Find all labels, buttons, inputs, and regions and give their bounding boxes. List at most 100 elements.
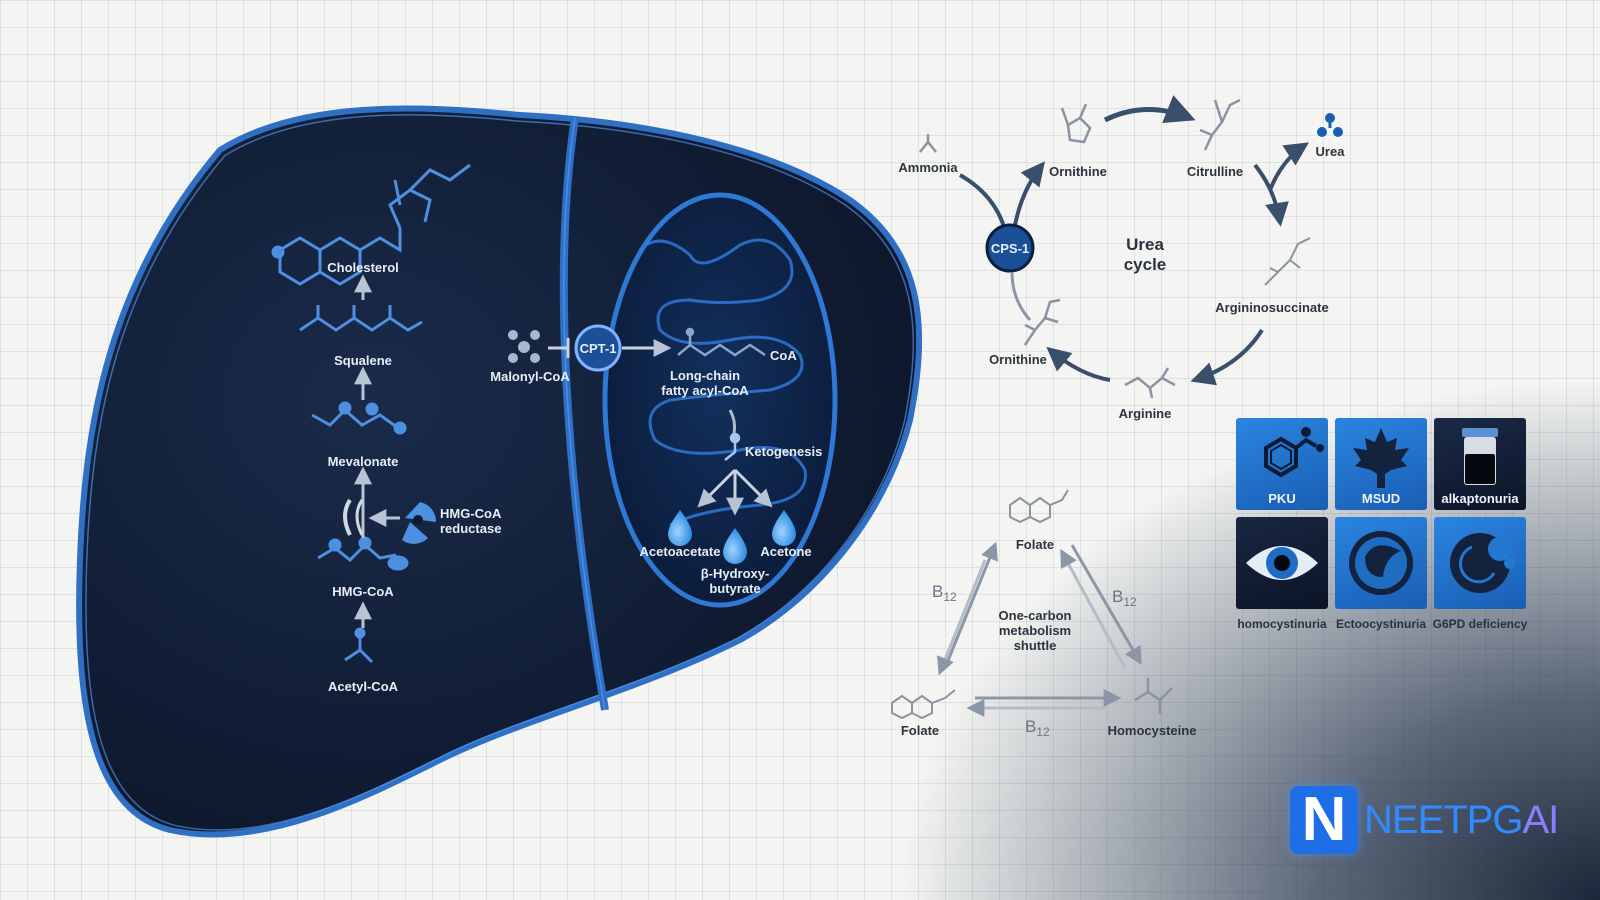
homocysteine-to-folate-arrow <box>1060 548 1127 669</box>
pku-label: PKU <box>1268 491 1296 506</box>
brand-name: NEETPG <box>1364 798 1523 842</box>
hmg-coa-reductase-label-line2: reductase <box>440 521 501 536</box>
msud-tile: MSUD <box>1335 418 1427 510</box>
ornithine-bottom-molecule-icon <box>1023 298 1061 346</box>
b12-left-label: B12 <box>932 582 957 604</box>
folate-bottom-label: Folate <box>901 723 939 738</box>
ammonia-molecule-icon <box>919 134 937 153</box>
one-carbon-title-line3: shuttle <box>1014 638 1057 653</box>
urea-cycle-title-line1: Urea <box>1126 235 1164 254</box>
benzene-ring-icon <box>1264 427 1324 478</box>
folate-top-to-bottom-arrow <box>937 559 987 676</box>
brand-suffix: AI <box>1522 798 1559 842</box>
maple-leaf-icon <box>1353 428 1409 488</box>
g6pd-deficiency-tile <box>1434 517 1526 609</box>
folate-top-label: Folate <box>1016 537 1054 552</box>
fatty-acyl-chain-icon <box>677 327 766 357</box>
cps1-to-ornithine-arrow <box>1013 161 1045 226</box>
ornithine-to-cps1-loop <box>1010 271 1032 322</box>
brand-logo: N NEETPGAI <box>1290 786 1580 858</box>
citrulline-label: Citrulline <box>1187 164 1243 179</box>
squalene-label: Squalene <box>334 353 392 368</box>
hmg-coa-molecule-icon <box>317 536 409 571</box>
homocysteine-label: Homocysteine <box>1108 723 1197 738</box>
arginine-to-ornithine-arrow <box>1046 346 1111 382</box>
cholesterol-label: Cholesterol <box>327 260 399 275</box>
folate-bottom-to-top-arrow <box>943 541 998 669</box>
argininosuccinate-molecule-icon <box>1264 237 1311 286</box>
liver-illustration <box>76 105 923 838</box>
argininosuccinate-label: Argininosuccinate <box>1215 300 1328 315</box>
homocysteine-molecule-icon <box>1134 678 1173 714</box>
urea-molecule-icon <box>1317 113 1343 137</box>
hmg-coa-reductase-label-line1: HMG-CoA <box>440 506 502 521</box>
acetoacetate-label: Acetoacetate <box>640 544 721 559</box>
one-carbon-title-line1: One-carbon <box>999 608 1072 623</box>
squalene-molecule-icon <box>299 305 423 332</box>
malonyl-coa-molecule-icon <box>508 330 540 363</box>
ammonia-to-cps1-arrow <box>959 173 1007 231</box>
cpt1-label: CPT-1 <box>580 341 617 356</box>
urea-label: Urea <box>1316 144 1346 159</box>
brand-logo-text: NEETPGAI <box>1364 798 1559 843</box>
citrulline-to-argininosuccinate-arrow <box>1253 163 1289 227</box>
fatty-acyl-label-line2: fatty acyl-CoA <box>661 383 749 398</box>
acetyl-coa-molecule-icon <box>344 627 374 664</box>
ketogenesis-label: Ketogenesis <box>745 444 822 459</box>
b12-bottom-label: B12 <box>1025 717 1050 739</box>
arginine-label: Arginine <box>1119 406 1172 421</box>
g6pd-deficiency-caption: G6PD deficiency <box>1432 617 1528 631</box>
ornithine-to-citrulline-arrow <box>1103 95 1196 124</box>
ketone-split-arrows <box>697 468 773 516</box>
alkaptonuria-tile: alkaptonuria <box>1434 418 1526 510</box>
mitochondrion-cristae <box>638 238 807 527</box>
brand-logo-mark: N <box>1290 786 1358 854</box>
folate-bottom-molecule-icon <box>891 689 956 720</box>
homocystinuria-tile <box>1236 517 1328 609</box>
hmg-coa-reductase-enzyme <box>343 498 437 544</box>
malonyl-coa-label: Malonyl-CoA <box>490 369 570 384</box>
cholesterol-molecule-icon <box>271 163 471 286</box>
ornithine-top-label: Ornithine <box>1049 164 1107 179</box>
alkaptonuria-label: alkaptonuria <box>1441 491 1519 506</box>
citrulline-molecule-icon <box>1199 98 1241 151</box>
folate-top-molecule-icon <box>1009 489 1069 524</box>
ornithine-bottom-label: Ornithine <box>989 352 1047 367</box>
malonyl-coa-inhibition-arrow <box>548 338 570 358</box>
ectoocystinuria-caption: Ectoocystinuria <box>1335 617 1427 631</box>
homocystinuria-caption: homocystinuria <box>1237 617 1327 631</box>
fatty-acyl-label-line1: Long-chain <box>670 368 740 383</box>
msud-label: MSUD <box>1361 491 1401 506</box>
citrulline-to-urea-arrow <box>1268 142 1310 191</box>
ornithine-top-molecule-icon <box>1060 103 1092 144</box>
bitten-cell-icon <box>1450 533 1516 593</box>
b12-right-label: B12 <box>1112 587 1137 609</box>
cps1-enzyme-node <box>985 223 1035 273</box>
arginine-molecule-icon <box>1124 367 1176 399</box>
one-carbon-title-line2: metabolism <box>999 623 1071 638</box>
urine-jar-icon <box>1462 428 1498 485</box>
ectoocystinuria-tile <box>1335 517 1427 609</box>
urea-cycle-title-line2: cycle <box>1124 255 1167 274</box>
folate-to-homocysteine-arrow <box>1070 544 1142 666</box>
mevalonate-molecule-icon <box>311 401 407 435</box>
ketogenesis-molecule-icon <box>724 432 741 461</box>
ammonia-label: Ammonia <box>898 160 958 175</box>
acetyl-coa-label: Acetyl-CoA <box>328 679 399 694</box>
cpt1-enzyme-node <box>574 324 622 372</box>
cps1-label: CPS-1 <box>991 241 1029 256</box>
eye-icon <box>1246 546 1318 580</box>
pku-tile: PKU <box>1236 418 1328 510</box>
one-carbon-shuttle-diagram: Folate Folate Homocysteine B12 B12 B12 O… <box>891 489 1197 739</box>
hmg-coa-label: HMG-CoA <box>332 584 394 599</box>
coa-label: CoA <box>770 348 797 363</box>
mevalonate-label: Mevalonate <box>328 454 399 469</box>
argininosuccinate-to-arginine-arrow <box>1190 328 1264 386</box>
beta-hydroxybutyrate-label-line2: butyrate <box>709 581 760 596</box>
beta-hydroxybutyrate-label-line1: β-Hydroxy- <box>701 566 770 581</box>
acetone-label: Acetone <box>760 544 811 559</box>
lens-icon <box>1349 531 1413 595</box>
ketone-droplets <box>668 510 796 564</box>
urea-cycle-diagram: Ammonia CPS-1 Ornithine Citrulline Urea … <box>898 95 1346 421</box>
